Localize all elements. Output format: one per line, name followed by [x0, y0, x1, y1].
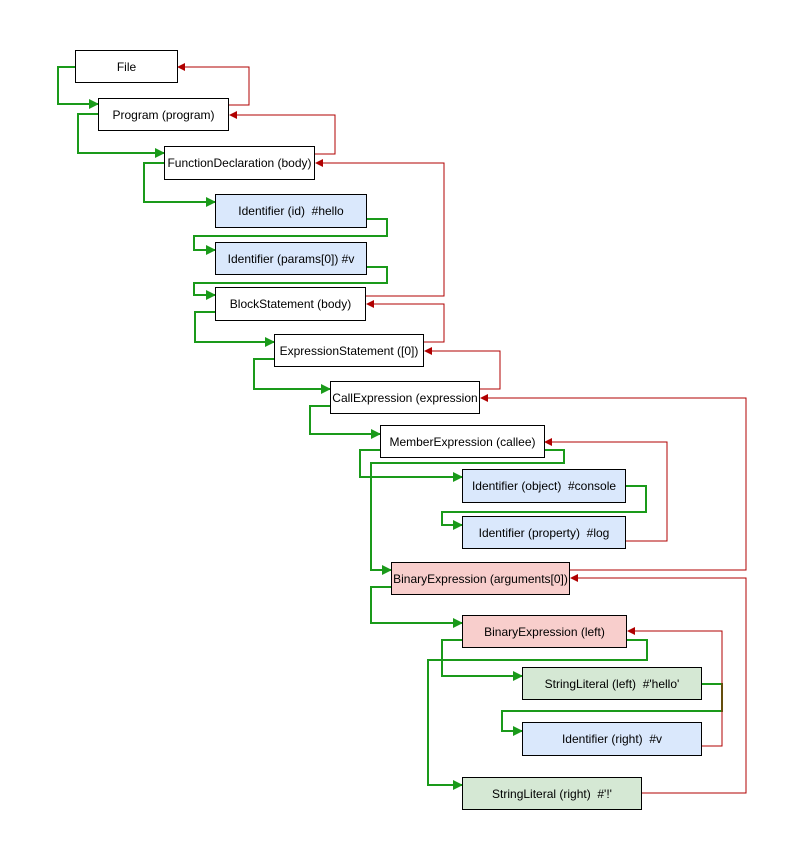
node-function-declaration-label: FunctionDeclaration (body) [167, 156, 312, 170]
node-member-expression: MemberExpression (callee) [380, 425, 545, 458]
node-binary-expression-left: BinaryExpression (left) [462, 615, 627, 648]
edge-blockstmt-to-exprstmt [194, 311, 275, 347]
edge-callexpr-to-memberexpr [309, 405, 381, 439]
return-callexpr-to-exprstmt [424, 347, 501, 390]
node-member-expression-label: MemberExpression (callee) [389, 434, 536, 449]
node-program-label: Program (program) [112, 107, 215, 122]
edge-id-params-to-blockstmt [193, 266, 388, 300]
node-string-literal-bang-label: StringLiteral (right) #'!' [492, 786, 612, 801]
edge-id-console-to-id-log [441, 485, 647, 530]
edge-memberexpr-to-binexpr-args [370, 449, 565, 575]
node-binary-expression-arguments-label: BinaryExpression (arguments[0]) [393, 571, 568, 586]
edge-binexpr-left-to-strlit-hello [441, 639, 523, 681]
edge-file-to-program [57, 66, 99, 109]
edge-program-to-funcdecl [77, 113, 165, 158]
node-string-literal-bang: StringLiteral (right) #'!' [462, 777, 642, 810]
node-identifier-log: Identifier (property) #log [462, 516, 626, 549]
node-call-expression: CallExpression (expression [330, 381, 480, 414]
node-identifier-id-hello: Identifier (id) #hello [215, 194, 367, 228]
node-program: Program (program) [98, 98, 229, 131]
edge-binexpr-left-to-strlit-bang [427, 639, 648, 790]
node-call-expression-label: CallExpression (expression [332, 390, 478, 405]
edge-binexpr-args-to-binexpr-left [370, 586, 463, 628]
node-expression-statement: ExpressionStatement ([0]) [274, 334, 424, 367]
node-binary-expression-left-label: BinaryExpression (left) [484, 624, 605, 639]
node-identifier-console: Identifier (object) #console [462, 469, 626, 503]
edge-strlit-hello-to-id-v [501, 683, 723, 736]
return-funcdecl-to-program [229, 111, 336, 155]
node-block-statement-label: BlockStatement (body) [229, 297, 352, 311]
return-exprstmt-to-blockstmt [366, 300, 445, 343]
return-id-v-to-binexpr-left [627, 627, 723, 747]
node-identifier-v: Identifier (right) #v [522, 722, 702, 756]
edge-memberexpr-to-id-console [359, 449, 463, 482]
return-id-log-to-memberexpr [544, 438, 668, 542]
node-block-statement: BlockStatement (body) [215, 287, 366, 321]
node-file: File [75, 50, 178, 83]
node-identifier-params-label: Identifier (params[0]) #v [227, 251, 355, 266]
edge-exprstmt-to-callexpr [253, 358, 331, 394]
node-expression-statement-label: ExpressionStatement ([0]) [279, 343, 419, 358]
return-strlit-bang-to-binexpr-args [570, 574, 747, 794]
node-identifier-id-hello-label: Identifier (id) #hello [238, 204, 344, 218]
node-identifier-log-label: Identifier (property) #log [478, 525, 610, 540]
node-string-literal-hello-label: StringLiteral (left) #'hello' [544, 676, 680, 691]
edge-funcdecl-to-id-hello [143, 162, 216, 207]
return-edges [177, 63, 747, 794]
node-identifier-v-label: Identifier (right) #v [561, 732, 663, 746]
node-binary-expression-arguments: BinaryExpression (arguments[0]) [391, 562, 570, 595]
node-file-label: File [116, 59, 137, 74]
return-binexpr-args-to-callexpr [480, 394, 747, 571]
descend-edges [57, 66, 723, 790]
return-program-to-file [177, 63, 250, 106]
return-blockstmt-to-funcdecl [315, 159, 445, 297]
node-identifier-console-label: Identifier (object) #console [471, 479, 617, 493]
edge-id-hello-to-id-params [193, 218, 388, 255]
node-string-literal-hello: StringLiteral (left) #'hello' [522, 667, 702, 700]
node-identifier-params: Identifier (params[0]) #v [215, 242, 367, 275]
node-function-declaration: FunctionDeclaration (body) [164, 146, 315, 180]
